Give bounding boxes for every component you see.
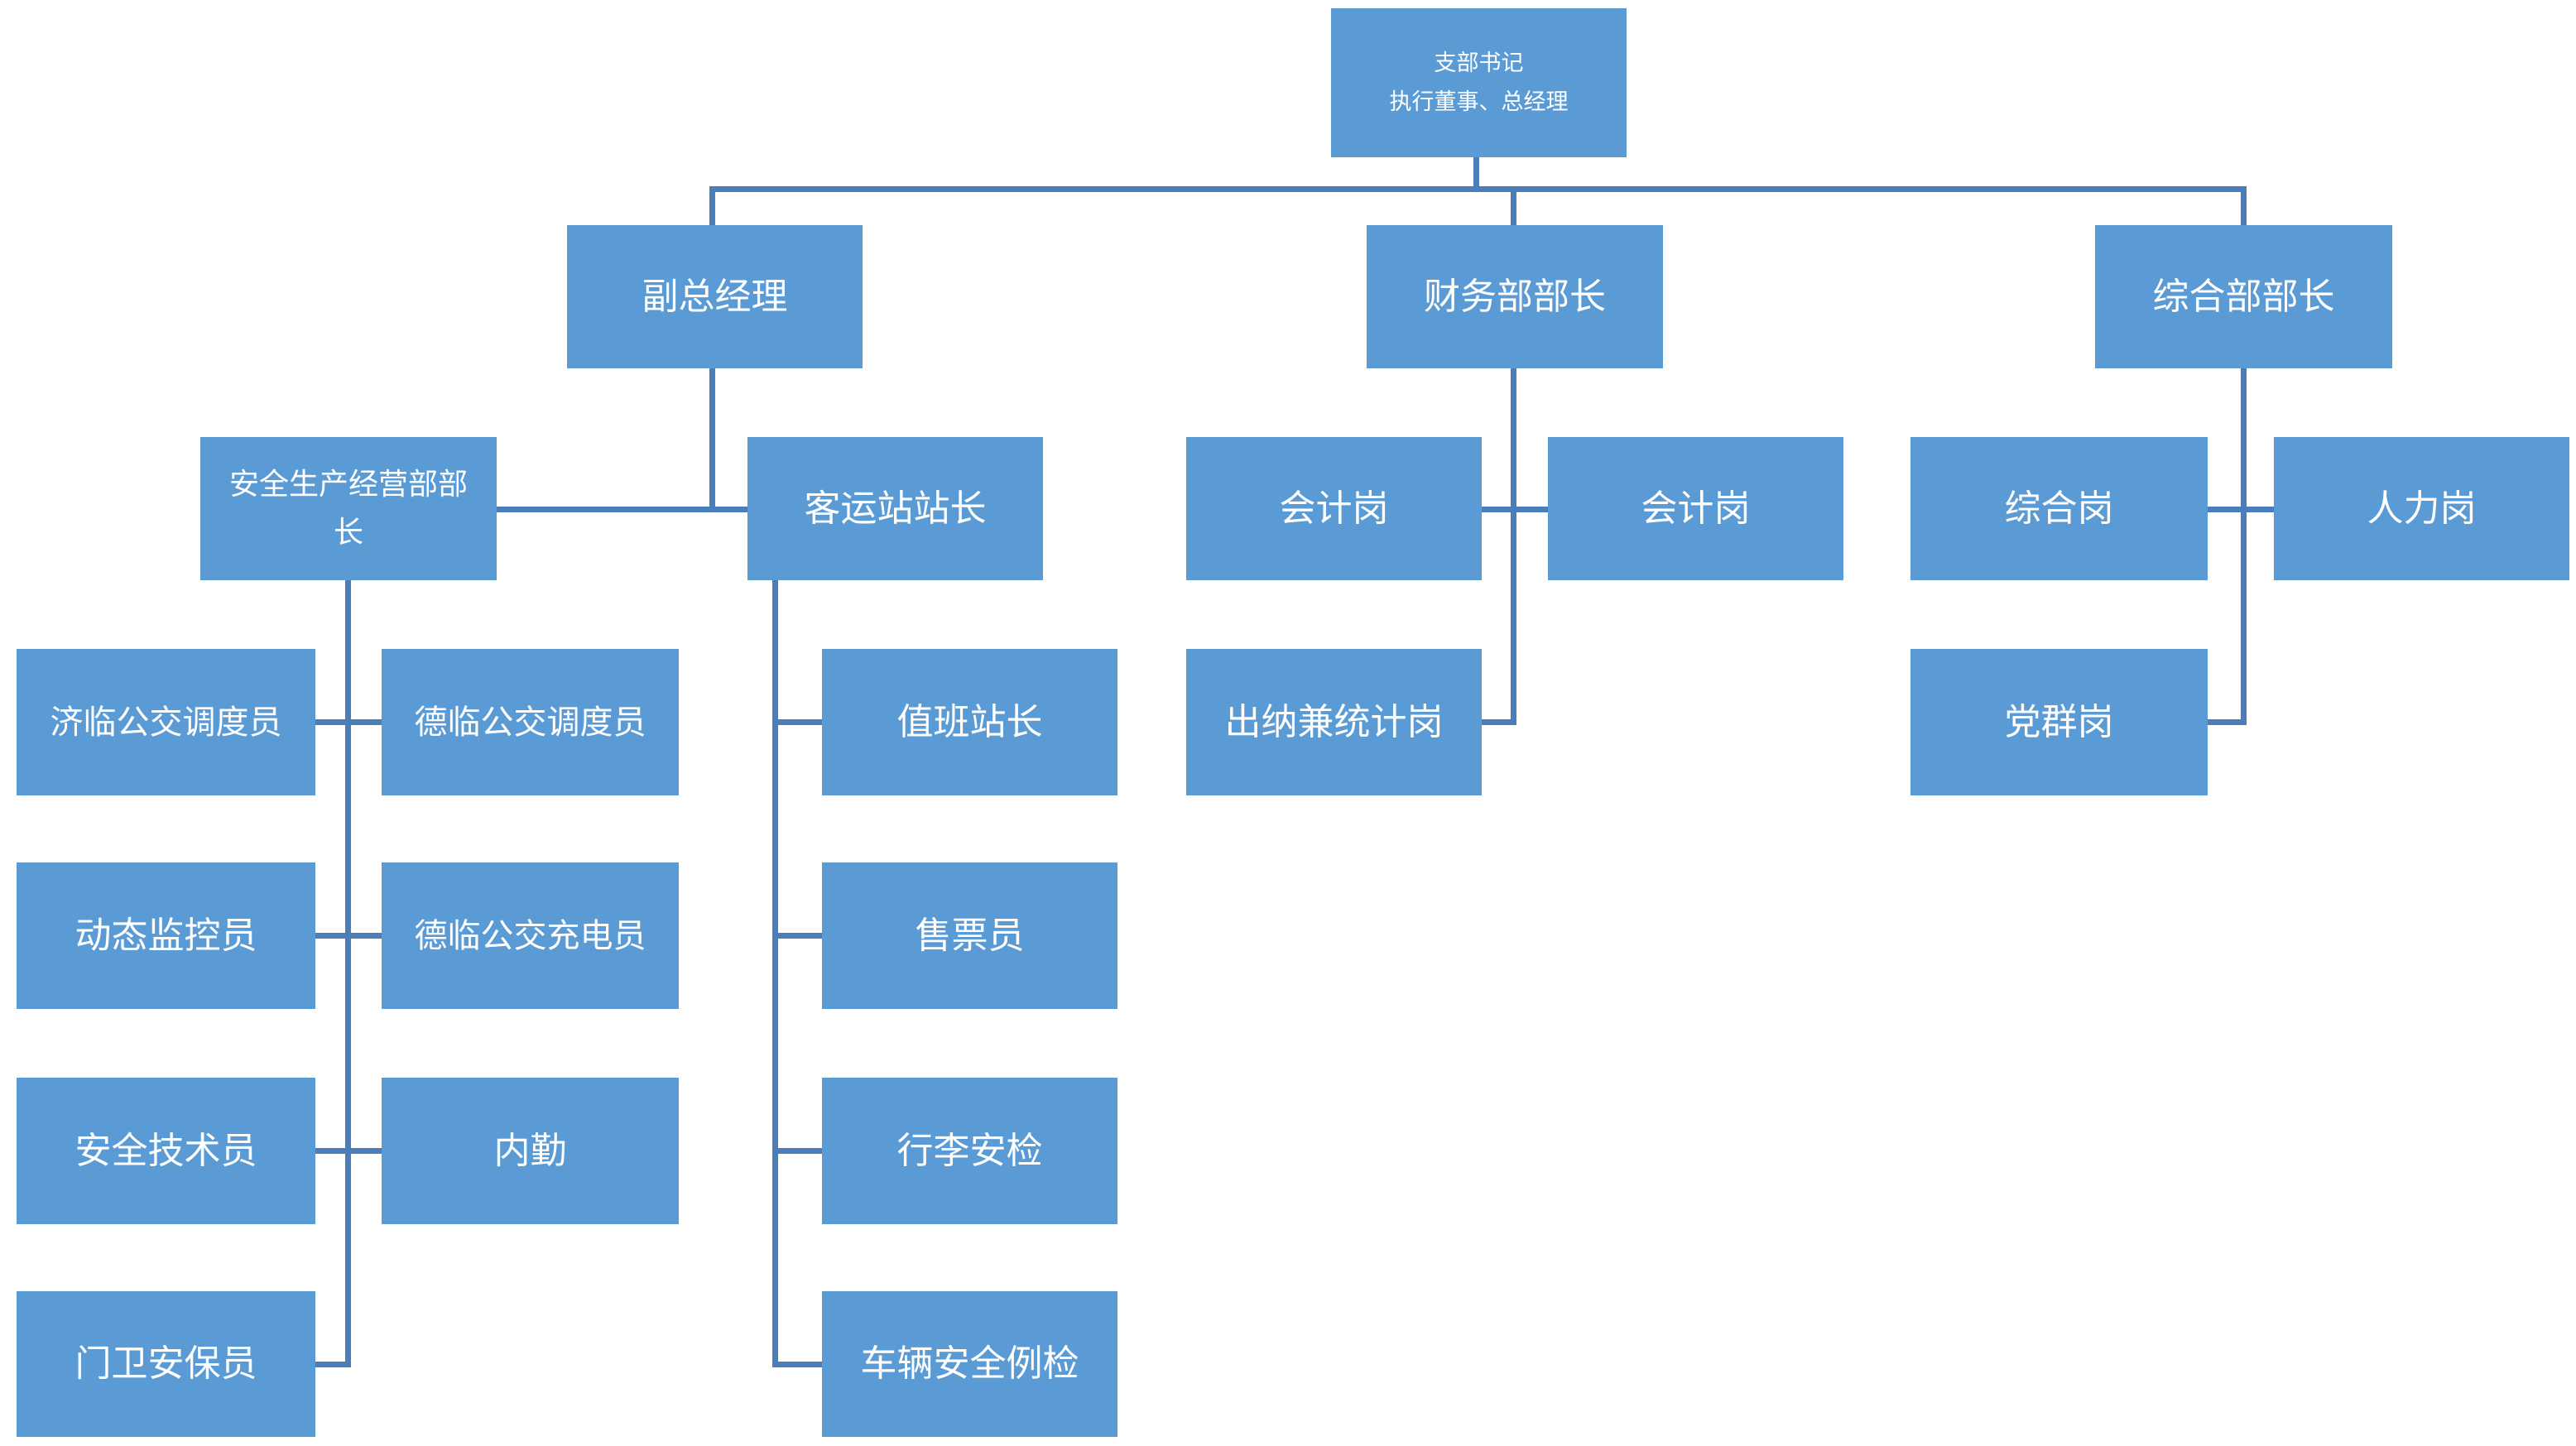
org-node-safety-production-dept-head[interactable]: 安全生产经营部部长 [200, 437, 497, 580]
connector-zonghe-renli-horizontal [2208, 507, 2274, 512]
connector-dispatcher-row-horizontal [315, 719, 382, 725]
org-node-label: 支部书记 执行董事、总经理 [1389, 50, 1569, 115]
org-node-duty-station-master[interactable]: 值班站长 [822, 649, 1117, 795]
connector-party-elbow [2208, 719, 2247, 725]
org-node-vehicle-safety-inspection[interactable]: 车辆安全例检 [822, 1291, 1117, 1437]
org-node-label: 行李安检 [896, 1129, 1043, 1172]
org-node-delin-bus-charger[interactable]: 德临公交充电员 [382, 862, 679, 1009]
org-node-baggage-security[interactable]: 行李安检 [822, 1078, 1117, 1224]
org-node-general-affairs-post[interactable]: 综合岗 [1910, 437, 2208, 580]
connector-duty-stub [778, 719, 822, 725]
org-node-party-mass-post[interactable]: 党群岗 [1910, 649, 2208, 795]
org-node-label: 德临公交充电员 [414, 916, 646, 955]
connector-vehicle-elbow [778, 1362, 822, 1367]
connector-general-column-down [2241, 368, 2247, 725]
connector-technician-row-horizontal [315, 1148, 382, 1154]
org-node-label: 济临公交调度员 [50, 703, 282, 742]
org-node-ticket-seller[interactable]: 售票员 [822, 862, 1117, 1009]
connector-general-stub [2241, 186, 2247, 228]
connector-ticket-stub [778, 933, 822, 939]
org-node-office-clerk[interactable]: 内勤 [382, 1078, 679, 1224]
org-node-label: 综合岗 [2004, 487, 2114, 530]
org-node-cashier-statistics-post[interactable]: 出纳兼统计岗 [1186, 649, 1482, 795]
org-node-label: 财务部部长 [1424, 275, 1606, 318]
org-node-label: 会计岗 [1279, 487, 1389, 530]
org-node-branch-secretary-gm[interactable]: 支部书记 执行董事、总经理 [1331, 8, 1627, 157]
connector-station-column-down [772, 580, 778, 1367]
org-node-label: 党群岗 [2004, 700, 2114, 743]
org-node-safety-technician[interactable]: 安全技术员 [17, 1078, 315, 1224]
connector-finance-stub [1511, 186, 1516, 228]
org-node-passenger-station-master[interactable]: 客运站站长 [747, 437, 1043, 580]
connector-safety-column-down [345, 580, 351, 1367]
connector-level1-horizontal [709, 186, 2247, 192]
org-node-label: 出纳兼统计岗 [1224, 700, 1444, 743]
org-node-label: 副总经理 [642, 275, 788, 318]
connector-finance-column-down [1511, 368, 1516, 725]
org-node-delin-bus-dispatcher[interactable]: 德临公交调度员 [382, 649, 679, 795]
org-node-general-dept-head[interactable]: 综合部部长 [2095, 225, 2392, 368]
connector-guard-elbow [315, 1362, 351, 1367]
connector-monitor-row-horizontal [315, 933, 382, 939]
connector-accountant-row-horizontal [1482, 507, 1548, 512]
org-node-label: 值班站长 [896, 700, 1043, 743]
connector-deputy-gm-down [709, 368, 715, 512]
org-node-label: 安全生产经营部部长 [228, 467, 468, 550]
org-node-label: 客运站站长 [804, 487, 987, 530]
org-node-accountant-2[interactable]: 会计岗 [1548, 437, 1843, 580]
connector-root-down [1473, 157, 1479, 192]
org-node-dynamic-monitor[interactable]: 动态监控员 [17, 862, 315, 1009]
org-node-label: 动态监控员 [74, 914, 257, 957]
connector-deputy-gm-stub [709, 186, 715, 228]
org-node-label: 内勤 [493, 1129, 567, 1172]
org-node-label: 人力岗 [2367, 487, 2477, 530]
org-node-label: 售票员 [915, 914, 1025, 957]
org-node-hr-post[interactable]: 人力岗 [2274, 437, 2569, 580]
org-node-label: 综合部部长 [2152, 275, 2335, 318]
org-node-finance-dept-head[interactable]: 财务部部长 [1367, 225, 1663, 368]
org-node-label: 车辆安全例检 [860, 1343, 1079, 1385]
org-node-label: 会计岗 [1641, 487, 1751, 530]
connector-baggage-stub [778, 1148, 822, 1154]
org-node-deputy-gm[interactable]: 副总经理 [567, 225, 863, 368]
org-node-gate-security-guard[interactable]: 门卫安保员 [17, 1291, 315, 1437]
connector-cashier-elbow [1482, 719, 1516, 725]
org-node-jilin-bus-dispatcher[interactable]: 济临公交调度员 [17, 649, 315, 795]
org-node-label: 德临公交调度员 [414, 703, 646, 742]
org-node-label: 安全技术员 [74, 1129, 257, 1172]
org-node-accountant-1[interactable]: 会计岗 [1186, 437, 1482, 580]
connector-safety-station-horizontal [497, 507, 747, 512]
org-node-label: 门卫安保员 [74, 1343, 257, 1385]
